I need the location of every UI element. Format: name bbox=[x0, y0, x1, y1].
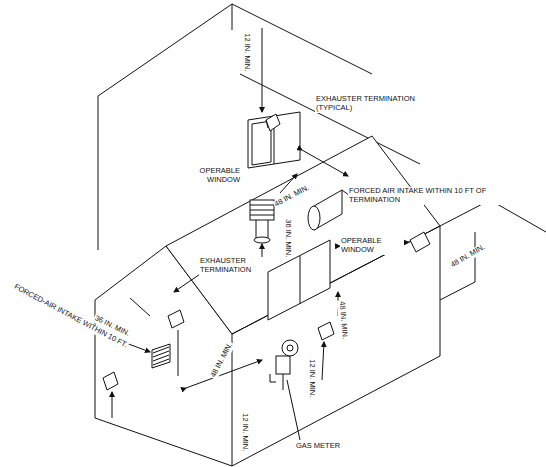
dimension-label: 12 IN. MIN. bbox=[241, 412, 250, 452]
dimension-label: 48 IN. MIN. bbox=[337, 300, 349, 341]
part-label: GAS METER bbox=[295, 442, 341, 451]
dimension-label: 12 IN. MIN. bbox=[243, 32, 252, 72]
dimension-label: 36 IN. MIN. bbox=[284, 218, 293, 258]
dimension-label: 12 IN. MIN. bbox=[308, 358, 317, 398]
callout-label: EXHAUSTER TERMINATION (TYPICAL) bbox=[315, 95, 429, 112]
callout-label: OPERABLE WINDOW bbox=[191, 167, 241, 184]
callout-label: OPERABLE WINDOW bbox=[340, 237, 404, 254]
callout-label: FORCED AIR INTAKE WITHIN 10 FT OF TERMIN… bbox=[348, 187, 500, 204]
dimension-label: 48 IN. MIN. bbox=[449, 242, 488, 269]
callout-label: EXHAUSTER TERMINATION bbox=[199, 257, 265, 274]
